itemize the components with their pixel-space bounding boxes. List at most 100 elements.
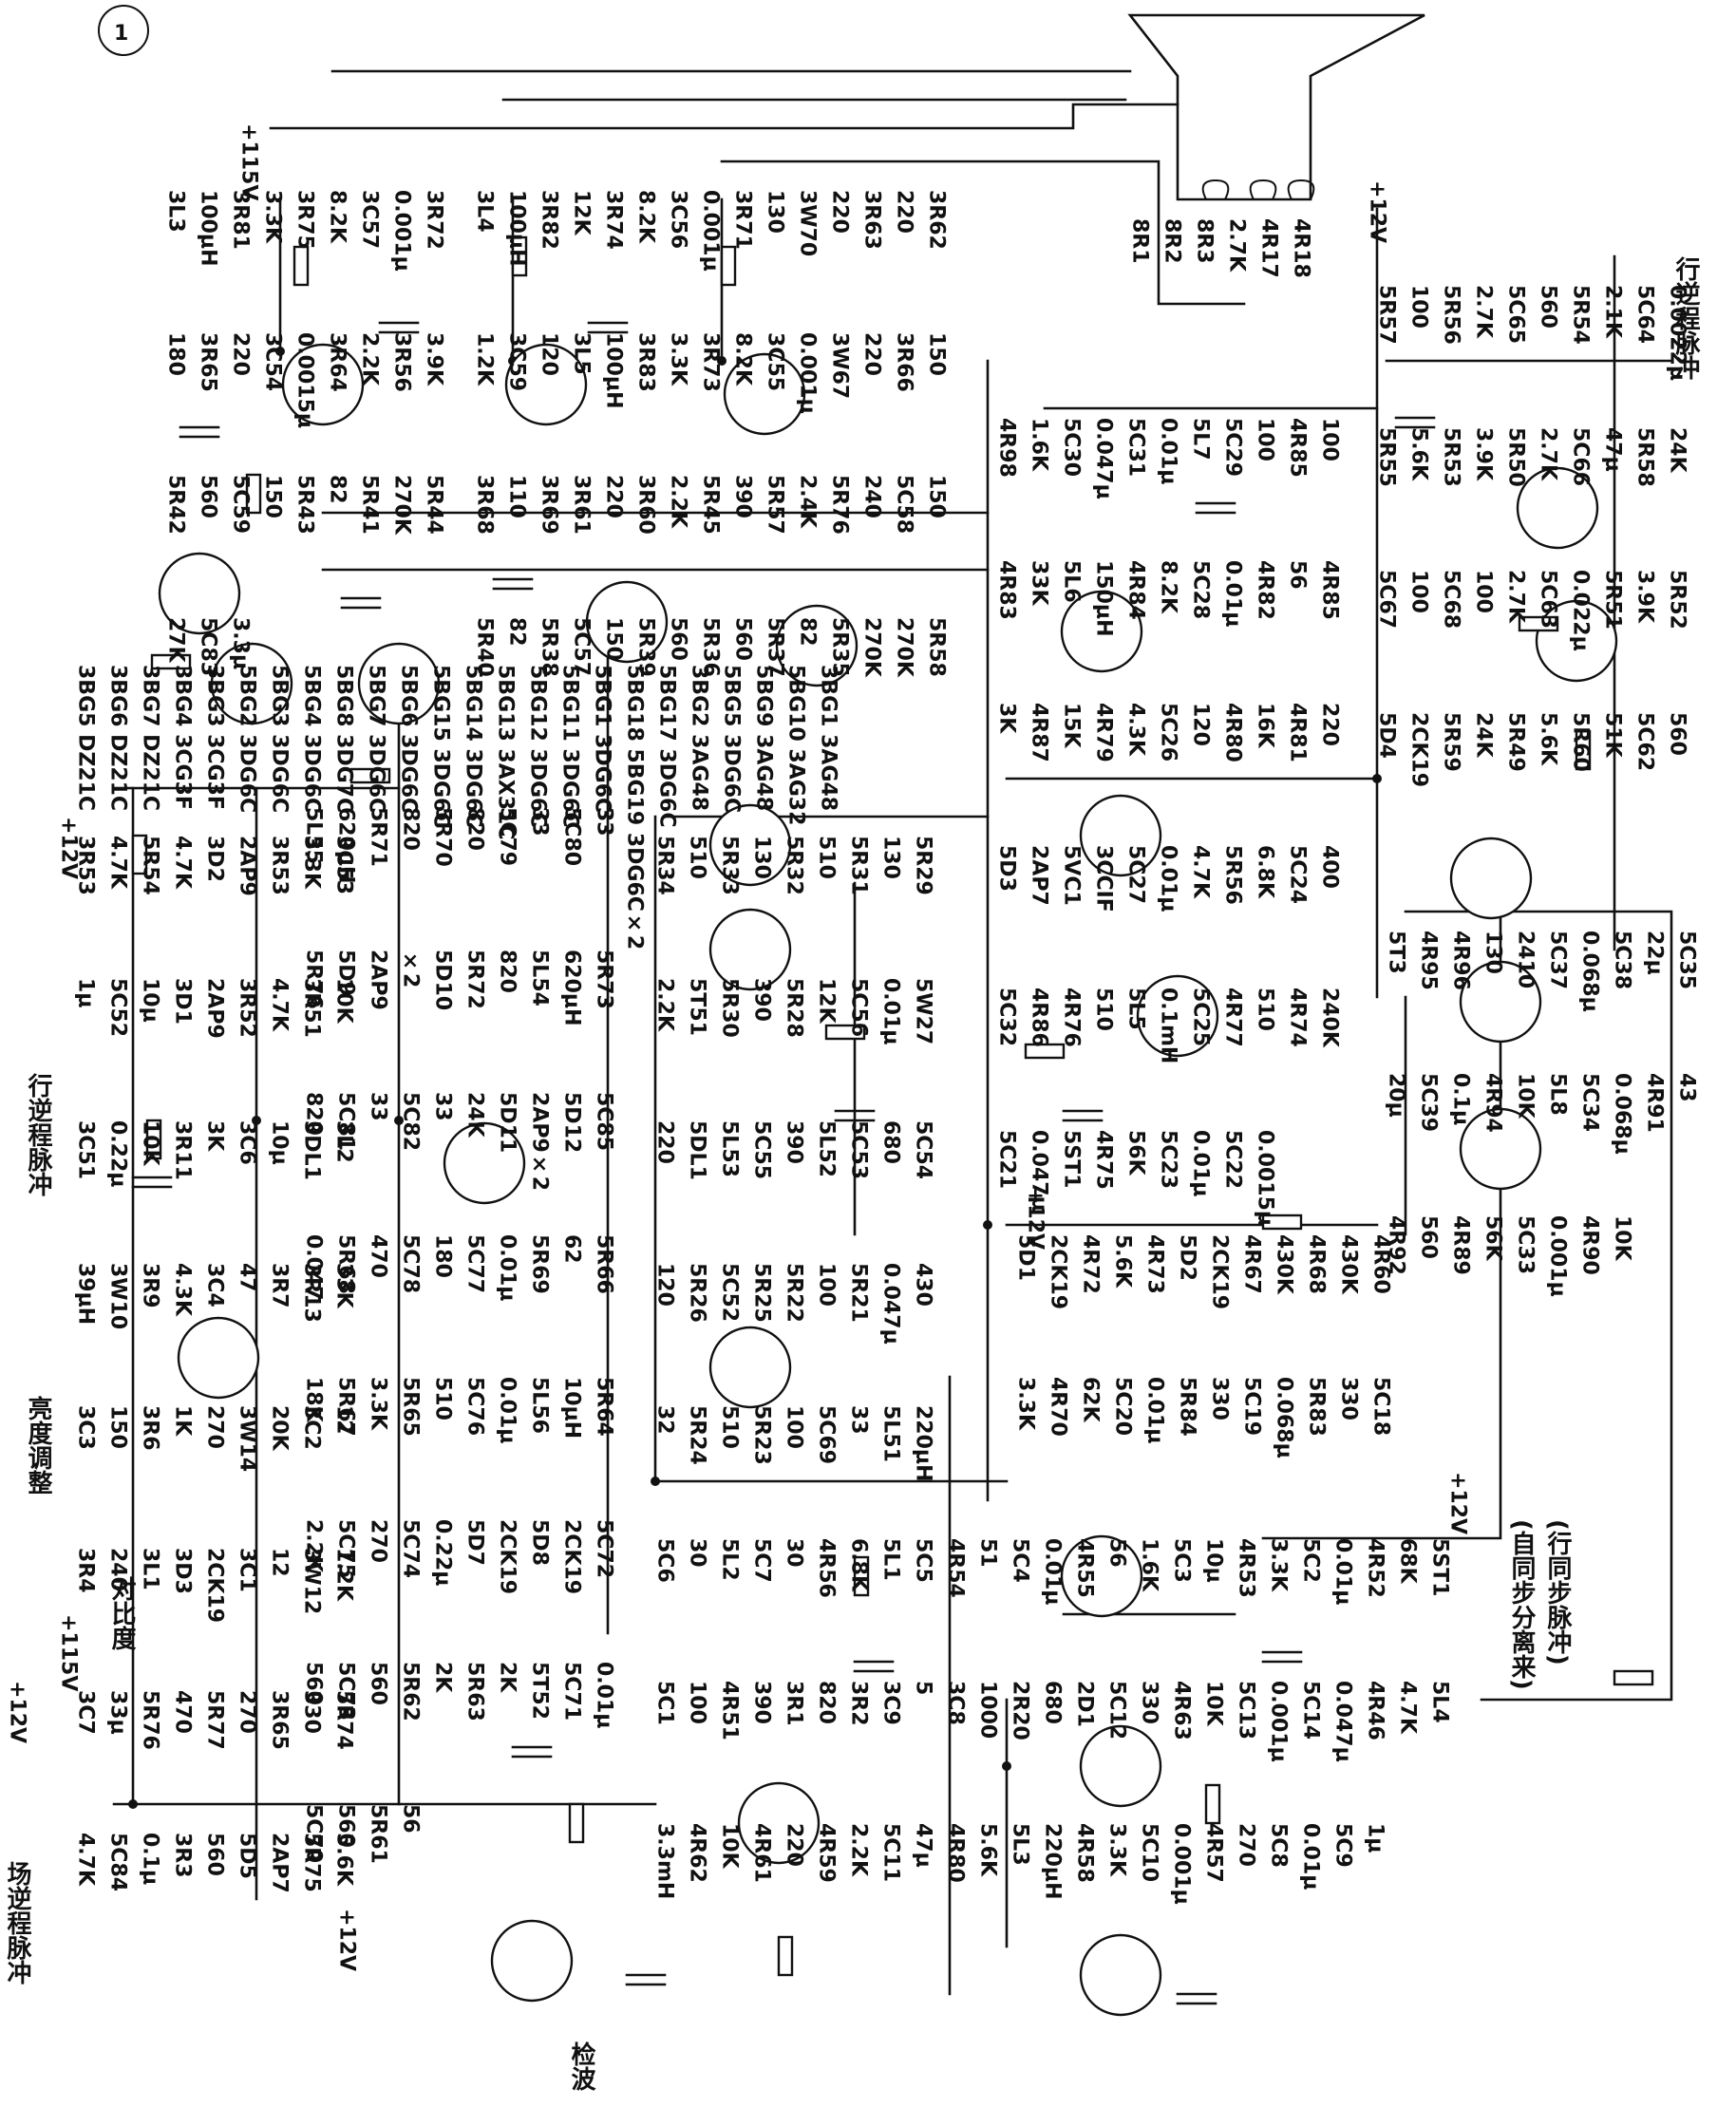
lc-label-5: 820 [463, 807, 487, 851]
transistor-label-12: 5BG14 3DG6C [462, 665, 485, 828]
rm-label-12: 33K [1028, 560, 1051, 607]
cm-label-28: 5R26 [686, 1263, 709, 1323]
rt-label-26: 0.022μ [1569, 570, 1593, 651]
bottom-label-46: 0.047μ [1331, 1681, 1355, 1762]
rt-label-3: 2.7K [1472, 285, 1496, 339]
lc-label-22: 33 [367, 1092, 390, 1121]
left-label-24: 10μ [268, 1120, 292, 1165]
label-contrast: 对比度 [107, 1576, 136, 1651]
left-label-23: 3C6 [236, 1120, 259, 1165]
tl-label-14: 3R64 [326, 332, 349, 392]
bottom-label-71: 5C9 [1331, 1823, 1355, 1868]
cl-label-8: 430K [1273, 1234, 1296, 1295]
lc-label-56: 2CK19 [496, 1519, 519, 1594]
left-label-40: 270 [203, 1405, 227, 1449]
tc-label-42: 240 [860, 475, 884, 518]
tc-label-12: 3R63 [860, 190, 884, 250]
tc-label-43: 5C58 [893, 475, 916, 534]
lc-label-38: 62 [560, 1234, 584, 1264]
crt-label-1: 8R2 [1160, 218, 1184, 264]
cm-label-25: 680 [879, 1120, 903, 1164]
tc-label-21: 3.3K [667, 332, 690, 386]
cl-label-22: 330 [1337, 1377, 1361, 1420]
rt-label-9: 0.0022μ [1666, 285, 1689, 381]
tc-label-36: 2.2K [667, 475, 690, 529]
lc-label-43: 5R65 [399, 1377, 423, 1437]
transistor-label-10: 5BG6 3DG6C [397, 665, 421, 813]
bottom-label-22: 4R52 [1364, 1538, 1387, 1598]
left-label-5: 2AP9 [236, 836, 259, 896]
bottom-label-2: 5L2 [718, 1538, 742, 1581]
lc-label-0: 5L55 [302, 807, 326, 864]
cm-label-29: 5C52 [718, 1263, 742, 1322]
left-label-6: 3R53 [268, 836, 292, 895]
transistor-label-9: 5BG7 3DG6C [365, 665, 388, 813]
left-label-67: 560 [203, 1833, 227, 1876]
rt-label-29: 5R52 [1666, 570, 1689, 630]
tc-label-2: 3R82 [538, 190, 561, 250]
rail-plus12-bottom: +12V [335, 1909, 359, 1971]
left-label-16: 3R51 [300, 978, 324, 1038]
left-label-69: 2AP7 [268, 1833, 292, 1893]
rt-label-20: 5C67 [1375, 570, 1399, 629]
rt-label-37: 51K [1601, 712, 1625, 759]
rm-label-6: 5L7 [1189, 418, 1213, 461]
rl-label-3: 130 [1481, 931, 1505, 974]
left-label-60: 3R65 [268, 1690, 292, 1750]
tc-label-9: 130 [764, 190, 787, 234]
left-label-45: 3R4 [74, 1548, 98, 1593]
tc-label-47: 5R38 [538, 617, 561, 677]
transistor-symbols [158, 343, 1618, 2017]
rm-label-42: 5C24 [1286, 845, 1310, 904]
bottom-label-66: 0.001μ [1170, 1823, 1194, 1905]
tc-label-35: 3R60 [634, 475, 658, 535]
cl-label-9: 4R68 [1305, 1234, 1329, 1294]
bottom-label-43: 5C13 [1235, 1681, 1258, 1740]
cm-label-33: 5R21 [847, 1263, 871, 1323]
left-label-70: 5R75 [300, 1833, 324, 1892]
rm-label-38: 0.01μ [1157, 845, 1180, 912]
lc-label-24: 33 [431, 1092, 455, 1121]
cl-label-20: 0.068μ [1273, 1377, 1296, 1458]
tc-label-19: 100μH [602, 332, 626, 409]
left-label-52: 3W12 [300, 1548, 324, 1614]
lc-label-15: 5R72 [463, 950, 487, 1009]
tc-label-56: 5R35 [828, 617, 852, 677]
bottom-label-38: 2D1 [1073, 1681, 1097, 1727]
tl-label-6: 3C57 [358, 190, 382, 249]
left-label-0: 3R53 [74, 836, 98, 895]
lc-label-40: 18K [302, 1377, 326, 1423]
bottom-label-6: 6.8K [847, 1538, 871, 1592]
rail-plus115-bottom: +115V [57, 1614, 81, 1691]
cm-label-22: 390 [783, 1120, 806, 1164]
rl-label-0: 5T3 [1385, 931, 1408, 974]
rt-label-33: 24K [1472, 712, 1496, 759]
left-label-41: 3W14 [236, 1405, 259, 1472]
lc-label-63: 5R62 [399, 1662, 423, 1721]
cm-label-6: 5R31 [847, 836, 871, 895]
lc-label-55: 5D7 [463, 1519, 487, 1566]
rm-label-44: 5C32 [995, 988, 1019, 1046]
transistor-label-0: 3BG5 DZ21C [74, 665, 98, 811]
rl-label-13: 4R94 [1481, 1073, 1505, 1133]
tc-label-55: 82 [796, 617, 820, 647]
lc-label-23: 5C82 [399, 1092, 423, 1151]
cm-label-24: 5C53 [847, 1120, 871, 1179]
lc-label-53: 5C74 [399, 1519, 423, 1578]
tl-label-26: 5R44 [423, 475, 446, 535]
crt-label-5: 4R18 [1290, 218, 1313, 278]
rl-label-17: 0.068μ [1611, 1073, 1634, 1155]
lc-label-29: 5C85 [593, 1092, 616, 1151]
cm-label-13: 5R28 [783, 978, 806, 1038]
crt-tube [1127, 13, 1425, 201]
tc-label-4: 3R74 [602, 190, 626, 250]
lc-label-66: 2K [496, 1662, 519, 1693]
wiring [112, 69, 1673, 1996]
bottom-label-52: 10K [718, 1823, 742, 1870]
rm-label-56: 0.047μ [1028, 1130, 1051, 1212]
left-label-3: 4.7K [171, 836, 195, 890]
